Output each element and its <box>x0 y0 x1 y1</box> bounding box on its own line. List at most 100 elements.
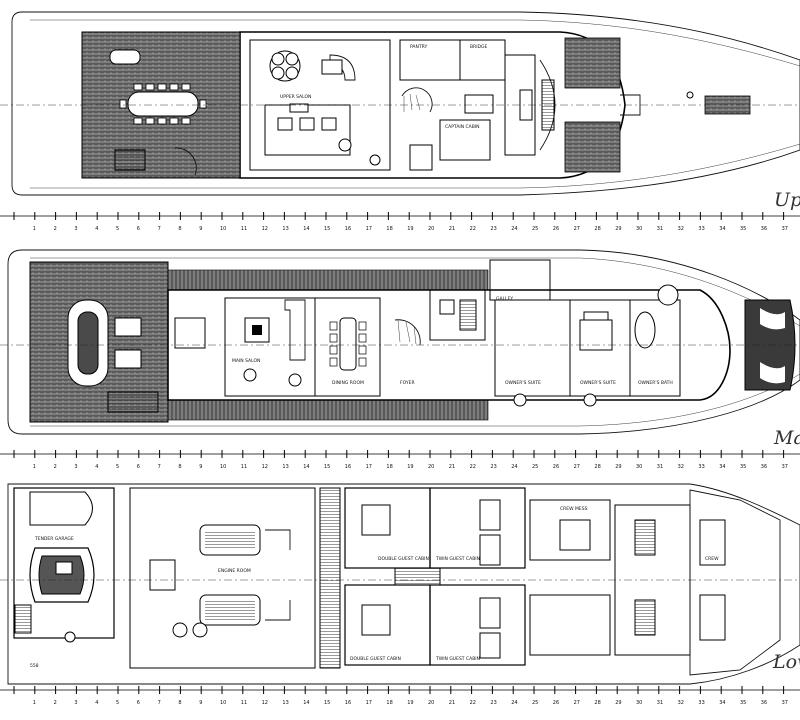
main-room-label-7: OWNER'S BATH <box>638 380 673 386</box>
main-foyer-and-galley <box>394 259 551 346</box>
frame-number: 25 <box>532 700 538 706</box>
lower-room-label-2: ENGINE ROOM <box>218 568 251 574</box>
lower-deck: TENDER GARAGE ENGINE ROOM DOUBLE GUEST C… <box>0 483 800 685</box>
frame-number: 28 <box>594 464 600 470</box>
frame-number: 35 <box>740 464 746 470</box>
frame-number: 13 <box>282 700 288 706</box>
frame-number: 27 <box>574 226 580 232</box>
frame-number: 22 <box>470 464 476 470</box>
lower-room-label-7: CREW MESS <box>560 506 588 512</box>
frame-number: 13 <box>282 464 288 470</box>
lower-room-label-8: CREW <box>705 556 719 562</box>
frame-number: 19 <box>407 700 413 706</box>
frame-number: 23 <box>490 700 496 706</box>
frame-number: 12 <box>262 464 268 470</box>
frame-number: 15 <box>324 464 330 470</box>
frame-number: 29 <box>615 464 621 470</box>
frame-number: 8 <box>178 226 181 232</box>
upper-deck-hull-outline <box>11 11 800 196</box>
frame-number: 1 <box>33 464 36 470</box>
frame-number: 16 <box>345 700 351 706</box>
frame-number: 31 <box>657 464 663 470</box>
frame-number: 11 <box>241 700 247 706</box>
frame-number: 7 <box>158 226 161 232</box>
main-room-label-2: DINING ROOM <box>332 380 364 386</box>
frame-number: 20 <box>428 226 434 232</box>
frame-number: 10 <box>220 464 226 470</box>
frame-number: 19 <box>407 226 413 232</box>
frame-number: 22 <box>470 700 476 706</box>
lower-room-label-4: TWIN GUEST CABIN <box>435 556 480 562</box>
frame-number: 17 <box>366 464 372 470</box>
frame-number: 34 <box>719 700 725 706</box>
frame-number: 6 <box>137 700 140 706</box>
frame-number: 10 <box>220 700 226 706</box>
upper-room-label-2: PANTRY <box>410 44 427 50</box>
frame-number: 8 <box>178 464 181 470</box>
frame-number: 25 <box>532 464 538 470</box>
main-room-label-4: GALLEY <box>496 296 513 302</box>
frame-number: 12 <box>262 700 268 706</box>
main-room-label-3: FOYER <box>400 380 415 386</box>
frame-number: 35 <box>740 700 746 706</box>
frame-number: 37 <box>782 226 788 232</box>
frame-number: 29 <box>615 700 621 706</box>
frame-number: 34 <box>719 464 725 470</box>
frame-number: 1 <box>33 226 36 232</box>
frame-number: 17 <box>366 226 372 232</box>
frame-number: 27 <box>574 464 580 470</box>
frame-number: 14 <box>303 226 309 232</box>
frame-number: 36 <box>761 464 767 470</box>
frame-number: 23 <box>490 464 496 470</box>
frame-number: 3 <box>74 226 77 232</box>
main-salon-furniture <box>174 297 316 397</box>
lower-room-label-3: DOUBLE GUEST CABIN <box>378 556 429 562</box>
frame-number: 32 <box>678 226 684 232</box>
lower-deck-hull-outline <box>7 483 800 685</box>
frame-number: 26 <box>553 464 559 470</box>
frame-number: 26 <box>553 700 559 706</box>
engine-room <box>129 487 316 669</box>
frame-number: 16 <box>345 464 351 470</box>
frame-number: 13 <box>282 226 288 232</box>
upper-aft-dining-table <box>119 83 207 125</box>
frame-number: 24 <box>511 700 517 706</box>
main-deck-hull-outline <box>7 249 800 435</box>
frame-number: 9 <box>199 700 202 706</box>
frame-number: 36 <box>761 226 767 232</box>
frame-number: 18 <box>386 226 392 232</box>
upper-room-label-4: BRIDGE <box>470 44 487 50</box>
frame-number: 3 <box>74 464 77 470</box>
frame-number: 21 <box>449 226 455 232</box>
upper-room-label-1: UPPER SALON <box>280 94 311 100</box>
frame-number: 5 <box>116 700 119 706</box>
frame-number: 33 <box>698 226 704 232</box>
frame-number: 2 <box>54 700 57 706</box>
main-deck: MAIN SALON DINING ROOM FOYER GALLEY <box>0 249 800 449</box>
frame-number: 4 <box>95 700 98 706</box>
frame-number: 21 <box>449 464 455 470</box>
frame-number: 19 <box>407 464 413 470</box>
frame-number: 28 <box>594 226 600 232</box>
crew-quarters <box>529 489 781 676</box>
lower-room-label-5: DOUBLE GUEST CABIN <box>350 656 401 662</box>
frame-number: 20 <box>428 464 434 470</box>
frame-number: 31 <box>657 700 663 706</box>
frame-number: 32 <box>678 464 684 470</box>
frame-number: 4 <box>95 226 98 232</box>
guest-cabins <box>344 487 526 666</box>
frame-number: 10 <box>220 226 226 232</box>
frame-number: 34 <box>719 226 725 232</box>
main-dining-furniture <box>314 297 381 397</box>
frame-number: 17 <box>366 700 372 706</box>
frame-number: 20 <box>428 700 434 706</box>
frame-number: 30 <box>636 226 642 232</box>
frame-number: 1 <box>33 700 36 706</box>
lower-deck-label: Lower <box>772 651 800 673</box>
frame-number: 11 <box>241 464 247 470</box>
frame-number: 9 <box>199 464 202 470</box>
frame-number: 24 <box>511 226 517 232</box>
frame-number: 18 <box>386 464 392 470</box>
frame-number: 11 <box>241 226 247 232</box>
frame-number: 12 <box>262 226 268 232</box>
